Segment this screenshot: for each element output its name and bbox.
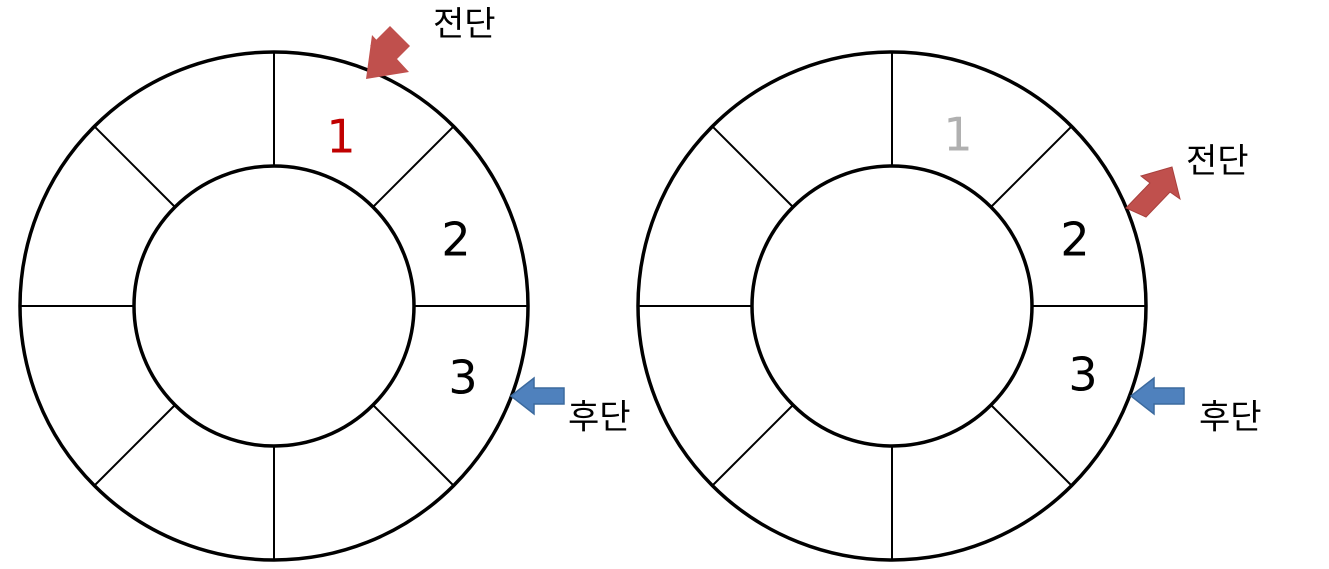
front-pointer: 전단 [1125,142,1249,218]
slot-divider [711,125,794,208]
circular-queue-right: 1 2 3 전단 후단 [636,50,1262,562]
slot-divider [990,404,1073,487]
slot-value-3: 3 [1068,348,1097,402]
slot-divider [372,125,455,208]
inner-ring [132,164,416,448]
inner-ring [750,164,1034,448]
rear-pointer: 후단 [509,376,631,438]
slot-divider [93,404,176,487]
slot-value-2: 2 [1060,213,1089,267]
front-pointer: 전단 [366,5,496,79]
front-pointer-label: 전단 [433,5,496,45]
rear-pointer: 후단 [1129,376,1262,438]
slot-value-1: 1 [943,108,972,162]
front-pointer-arrow-icon [1125,166,1181,218]
slot-value-3: 3 [448,351,477,405]
slot-divider [93,125,176,208]
rear-pointer-label: 후단 [568,398,631,438]
circular-queue-left: 1 2 3 전단 후단 [18,5,631,562]
front-pointer-arrow-icon [366,26,410,79]
slot-divider [372,404,455,487]
slot-divider [711,404,794,487]
slot-value-1: 1 [326,110,355,164]
slot-value-2: 2 [441,213,470,267]
front-pointer-label: 전단 [1186,142,1249,182]
rear-pointer-label: 후단 [1199,398,1262,438]
rear-pointer-arrow-icon [509,376,565,416]
slot-divider [990,125,1073,208]
rear-pointer-arrow-icon [1129,376,1185,416]
